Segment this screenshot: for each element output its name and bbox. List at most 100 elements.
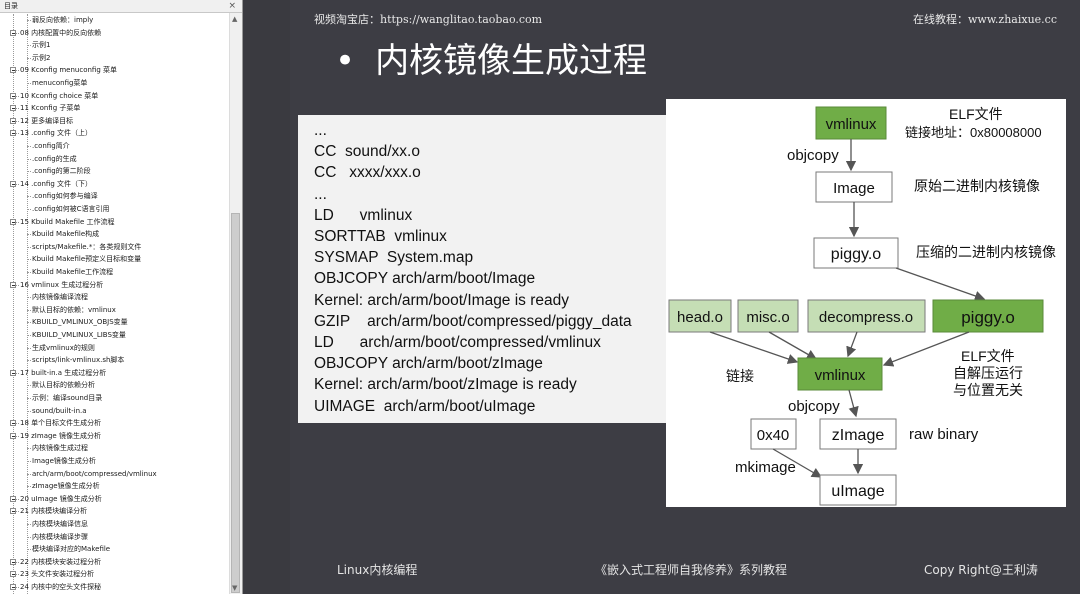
- build-log-line: CC xxxx/xxx.o: [314, 164, 421, 182]
- collapse-toggle-icon[interactable]: [10, 432, 16, 439]
- collapse-toggle-icon[interactable]: [10, 130, 16, 137]
- outline-subitem[interactable]: Kbuild Makefile构成: [0, 228, 228, 240]
- image-label: Image: [833, 180, 875, 197]
- outline-subitem[interactable]: 示例2: [0, 52, 228, 64]
- outline-section[interactable]: 11 Kconfig 子菜单: [0, 102, 228, 114]
- outline-subitem[interactable]: scripts/Makefile.*：各类规则文件: [0, 241, 228, 253]
- outline-item-label: 24 内核中的空头文件探秘: [20, 583, 102, 591]
- outline-subitem[interactable]: KBUILD_VMLINUX_OBJS变量: [0, 316, 228, 328]
- outline-item-label: 16 vmlinux 生成过程分析: [20, 280, 104, 289]
- outline-item-label: sound/built-in.a: [32, 406, 87, 415]
- outline-section[interactable]: 18 单个目标文件生成分析: [0, 417, 228, 429]
- image-box: [815, 171, 893, 203]
- outline-subitem[interactable]: scripts/link-vmlinux.sh脚本: [0, 354, 228, 366]
- collapse-toggle-icon[interactable]: [10, 495, 16, 502]
- collapse-toggle-icon[interactable]: [10, 584, 16, 590]
- outline-subitem[interactable]: 内核镜像生成过程: [0, 442, 228, 454]
- outline-subitem[interactable]: menuconfig菜单: [0, 77, 228, 89]
- outline-item-label: 09 Kconfig menuconfig 菜单: [20, 66, 118, 75]
- outline-item-label: 内核镜像生成过程: [32, 444, 88, 453]
- outline-subitem[interactable]: 示例：编译sound目录: [0, 392, 228, 404]
- outline-section[interactable]: 20 uImage 镜像生成分析: [0, 493, 228, 505]
- outline-tree: 弱反向依赖：imply 08 内核配置中的反向依赖示例1 示例2 09 Kconfig…: [0, 14, 228, 594]
- outline-section[interactable]: 10 Kconfig choice 菜单: [0, 90, 228, 102]
- outline-section[interactable]: 22 内核模块安装过程分析: [0, 556, 228, 568]
- outline-section[interactable]: 14 .config 文件（下）: [0, 178, 228, 190]
- outline-item-label: .config的生成: [32, 154, 77, 163]
- outline-subitem[interactable]: .config的生成: [0, 153, 228, 165]
- outline-scrollbar[interactable]: ▲ ▼: [229, 13, 242, 594]
- outline-section[interactable]: 09 Kconfig menuconfig 菜单: [0, 64, 228, 76]
- outline-item-label: 生成vmlinux的规则: [32, 343, 95, 352]
- mkimage-label: mkimage: [735, 459, 796, 476]
- outline-item-label: KBUILD_VMLINUX_LIBS变量: [32, 331, 126, 339]
- piggy-o-label: piggy.o: [831, 246, 882, 263]
- outline-item-label: 内核镜像编译流程: [32, 293, 88, 302]
- outline-item-label: Kbuild Makefile预定义目标和变量: [32, 255, 142, 264]
- collapse-toggle-icon[interactable]: [10, 67, 16, 74]
- outline-subitem[interactable]: 默认目标的依赖分析: [0, 379, 228, 391]
- collapse-toggle-icon[interactable]: [10, 558, 16, 565]
- outline-subitem[interactable]: 内核模块编译信息: [0, 518, 228, 530]
- outline-section[interactable]: 17 built-in.a 生成过程分析: [0, 367, 228, 379]
- outline-section[interactable]: 21 内核模块编译分析: [0, 505, 228, 517]
- outline-item-label: Image镜像生成分析: [32, 457, 96, 465]
- outline-subitem[interactable]: Image镜像生成分析: [0, 455, 228, 467]
- outline-subitem[interactable]: sound/built-in.a: [0, 405, 228, 417]
- build-log-line: LD arch/arm/boot/compressed/vmlinux: [314, 334, 601, 351]
- outline-subitem[interactable]: Kbuild Makefile预定义目标和变量: [0, 253, 228, 265]
- scrollbar-thumb[interactable]: [231, 213, 240, 593]
- outline-subitem[interactable]: arch/arm/boot/compressed/vmlinux: [0, 468, 228, 480]
- collapse-toggle-icon[interactable]: [10, 29, 16, 36]
- outline-subitem[interactable]: .config的第二阶段: [0, 165, 228, 177]
- outline-subitem[interactable]: .config简介: [0, 140, 228, 152]
- outline-section[interactable]: 13 .config 文件（上）: [0, 127, 228, 139]
- collapse-toggle-icon[interactable]: [10, 92, 16, 99]
- outline-section[interactable]: 24 内核中的空头文件探秘: [0, 581, 228, 593]
- collapse-toggle-icon[interactable]: [10, 117, 16, 124]
- outline-section[interactable]: 15 Kbuild Makefile 工作流程: [0, 216, 228, 228]
- outline-subitem[interactable]: zImage镜像生成分析: [0, 480, 228, 492]
- outline-subitem[interactable]: 内核镜像编译流程: [0, 291, 228, 303]
- outline-item-label: Kbuild Makefile构成: [32, 230, 100, 239]
- outline-subitem[interactable]: 弱反向依赖：imply: [0, 14, 228, 26]
- scroll-up-icon[interactable]: ▲: [232, 15, 238, 23]
- collapse-toggle-icon[interactable]: [10, 180, 16, 187]
- outline-item-label: 默认目标的依赖：vmlinux: [32, 305, 116, 314]
- vmlinux-mid-label: vmlinux: [815, 367, 866, 384]
- hex-0x40-box: [750, 418, 797, 450]
- collapse-toggle-icon[interactable]: [10, 571, 16, 578]
- piggy-o-green-label: piggy.o: [961, 308, 1015, 327]
- outline-item-label: 模块编译对应的Makefile: [32, 545, 111, 554]
- objcopy-label-2: objcopy: [788, 398, 840, 415]
- collapse-toggle-icon[interactable]: [10, 369, 16, 376]
- outline-section[interactable]: 08 内核配置中的反向依赖: [0, 27, 228, 39]
- outline-subitem[interactable]: KBUILD_VMLINUX_LIBS变量: [0, 329, 228, 341]
- vmlinux-mid-box: [797, 357, 883, 391]
- close-icon[interactable]: ×: [228, 1, 236, 11]
- collapse-toggle-icon[interactable]: [10, 105, 16, 112]
- build-log-line: Kernel: arch/arm/boot/Image is ready: [314, 291, 570, 309]
- outline-section[interactable]: 19 zImage 镜像生成分析: [0, 430, 228, 442]
- outline-section[interactable]: 16 vmlinux 生成过程分析: [0, 279, 228, 291]
- outline-item-label: 08 内核配置中的反向依赖: [20, 28, 102, 37]
- outline-section[interactable]: 23 头文件安装过程分析: [0, 568, 228, 580]
- outline-subitem[interactable]: 模块编译对应的Makefile: [0, 543, 228, 555]
- collapse-toggle-icon[interactable]: [10, 420, 16, 427]
- outline-subitem[interactable]: .config如何被C语言引用: [0, 203, 228, 215]
- outline-item-label: 示例1: [32, 41, 51, 50]
- collapse-toggle-icon[interactable]: [10, 281, 16, 288]
- outline-section[interactable]: 12 更多编译目标: [0, 115, 228, 127]
- build-log-line: Kernel: arch/arm/boot/zImage is ready: [314, 376, 577, 394]
- outline-subitem[interactable]: Kbuild Makefile工作流程: [0, 266, 228, 278]
- header-shop-url: 视频淘宝店：https://wanglitao.taobao.com: [314, 13, 543, 26]
- outline-subitem[interactable]: 内核模块编译步骤: [0, 531, 228, 543]
- outline-subitem[interactable]: .config如何参与编译: [0, 190, 228, 202]
- outline-subitem[interactable]: 示例1: [0, 39, 228, 51]
- outline-subitem[interactable]: 生成vmlinux的规则: [0, 342, 228, 354]
- collapse-toggle-icon[interactable]: [10, 218, 16, 225]
- scroll-down-icon[interactable]: ▼: [232, 584, 238, 592]
- outline-subitem[interactable]: 默认目标的依赖：vmlinux: [0, 304, 228, 316]
- collapse-toggle-icon[interactable]: [10, 508, 16, 515]
